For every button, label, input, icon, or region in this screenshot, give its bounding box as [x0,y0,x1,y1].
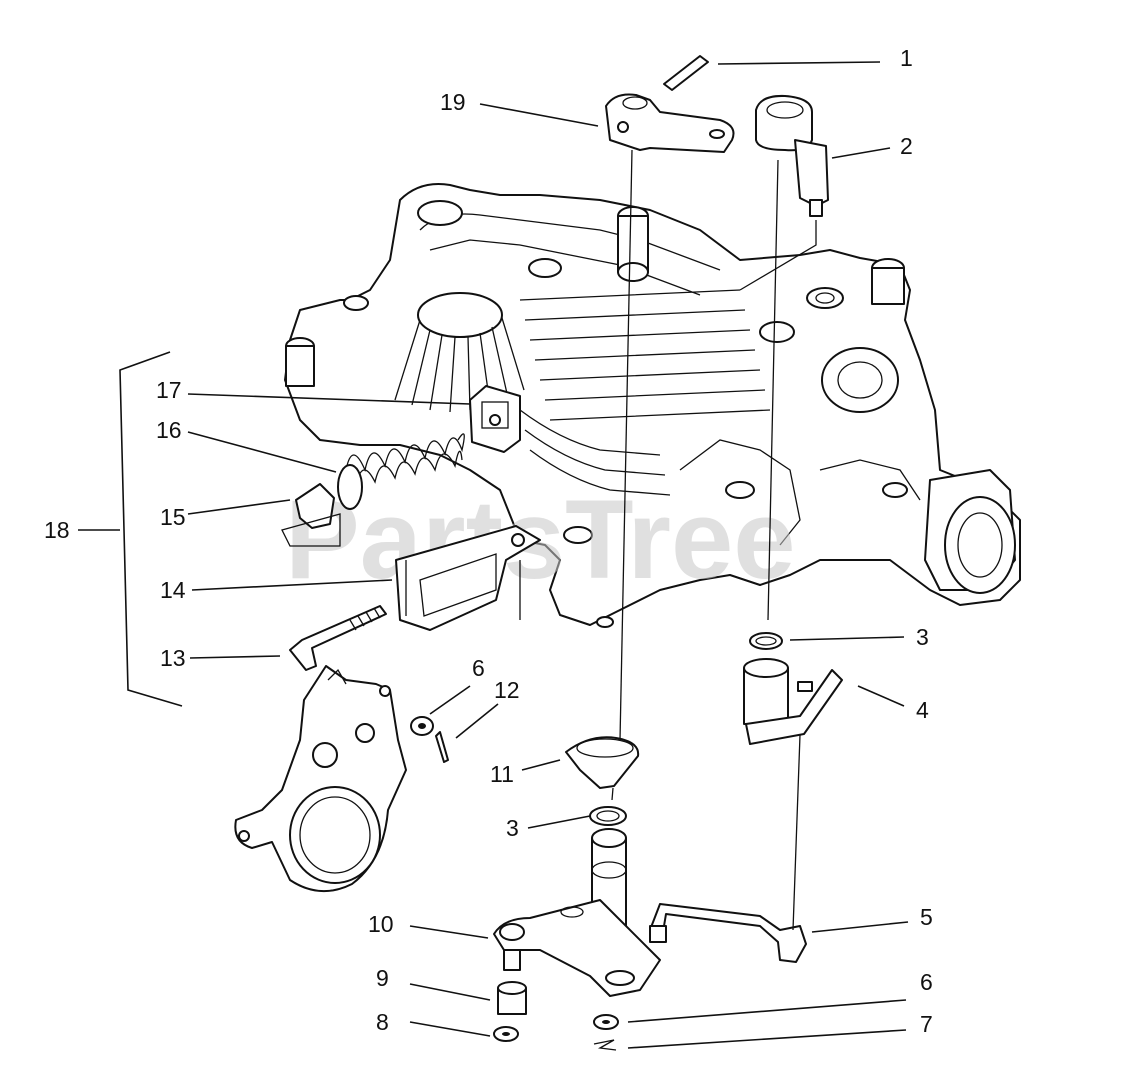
control-collar [755,94,829,217]
compression-spring [337,433,465,510]
callout-5: 5 [920,904,933,930]
channel-bracket [395,525,541,631]
callout-labels: 1 2 3 4 5 6 7 19 17 16 15 18 14 13 6 12 … [44,45,933,1037]
callout-7: 7 [920,1011,933,1037]
detent-bracket [469,385,521,453]
callout-19: 19 [440,89,466,115]
cotter-pin [435,731,449,763]
cotter-pin-lower [593,1039,617,1051]
retaining-ring-lower [589,806,627,826]
callout-8: 8 [376,1009,389,1035]
group-bracket-18 [119,351,183,707]
callout-4: 4 [916,697,929,723]
callout-14: 14 [160,577,186,603]
lever-arm [605,93,735,153]
flat-washer-upper [410,716,434,736]
callout-18: 18 [44,517,70,543]
shift-shaft-arm [493,828,661,997]
callout-16: 16 [156,417,182,443]
callout-3-lower: 3 [506,815,519,841]
callout-6-upper: 6 [472,655,485,681]
alignment-lines [519,149,817,931]
pivot-plate [234,665,407,893]
callout-1: 1 [900,45,913,71]
callout-11: 11 [490,761,514,787]
callout-3-upper: 3 [916,624,929,650]
callout-9: 9 [376,965,389,991]
control-shaft-plate [743,658,843,745]
control-rod [649,903,807,963]
callout-10: 10 [368,911,394,937]
threaded-rod [289,605,387,671]
callout-6-lower: 6 [920,969,933,995]
callout-17: 17 [156,377,182,403]
transaxle-housing [284,183,1021,628]
spring-clip [281,483,341,547]
flat-washer-lower [593,1014,619,1030]
shaft-seal-cone [565,736,640,789]
roll-pin [663,55,709,91]
callout-13: 13 [160,645,186,671]
e-clip [493,1026,519,1042]
callout-2: 2 [900,133,913,159]
callout-12: 12 [494,677,520,703]
retaining-ring-upper [749,632,783,650]
bushing [497,981,527,1015]
leader-lines [78,61,909,1049]
callout-15: 15 [160,504,186,530]
